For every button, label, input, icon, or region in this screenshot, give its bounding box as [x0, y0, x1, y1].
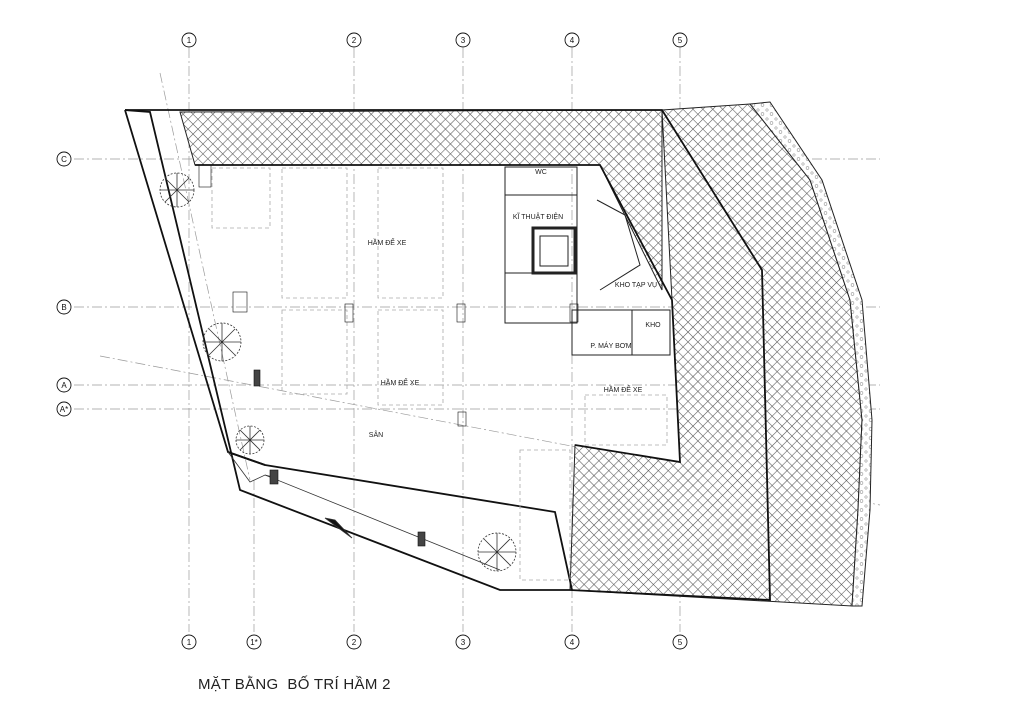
outline-top-right: [125, 109, 771, 601]
tree-icon: [159, 172, 195, 208]
room-label-pump: P. MÁY BƠM: [590, 341, 631, 350]
room-label-electrical: KĨ THUẬT ĐIỆN: [513, 212, 563, 221]
parking-stalls: [211, 167, 668, 581]
stone-edge: [749, 101, 873, 607]
columns: [198, 164, 579, 547]
hatch-top-band: [179, 109, 663, 291]
tree-icon: [235, 425, 265, 455]
building-outline: [124, 109, 771, 601]
lobby: [504, 272, 578, 324]
room-label-storage: KHO: [645, 322, 661, 329]
axis-label-C: C: [61, 155, 67, 164]
axis-label-bottom-3: 3: [461, 638, 466, 647]
room-label-parking-3: HẦM ĐỂ XE: [604, 384, 643, 394]
axis-label-bottom-1star: 1*: [250, 638, 258, 647]
axis-label-bottom-5: 5: [678, 638, 683, 647]
drawing-title: MẶT BẰNG BỐ TRÍ HẦM 2: [198, 676, 391, 693]
axis-label-Astar: A*: [60, 405, 68, 414]
room-label-janitor: KHO TẠP VỤ: [615, 282, 657, 289]
ramp: [227, 451, 501, 571]
axis-label-top-1: 1: [187, 36, 192, 45]
outline-ramp: [124, 109, 570, 591]
tree-icon: [477, 532, 517, 572]
axis-label-top-5: 5: [678, 36, 683, 45]
axis-bubbles-left: C B A A*: [56, 151, 72, 417]
axis-label-top-2: 2: [352, 36, 357, 45]
ramp-direction-arrow: [324, 517, 353, 539]
axis-label-top-4: 4: [570, 36, 575, 45]
room-label-parking-1: HẦM ĐỂ XE: [368, 237, 407, 247]
axis-bubbles-bottom: 1 1* 2 3 4 5: [181, 634, 688, 650]
inner-wall: [195, 164, 681, 464]
room-label-yard: SÂN: [369, 430, 383, 439]
core-rooms: [504, 166, 671, 356]
room-electrical: [504, 194, 578, 274]
room-storage: [631, 309, 671, 356]
trees: [159, 172, 517, 572]
axis-bubbles-top: 1 2 3 4 5: [181, 32, 688, 48]
grid-line-slant: [159, 72, 251, 481]
room-label-parking-2: HẦM ĐỂ XE: [381, 377, 420, 387]
axis-label-bottom-2: 2: [352, 638, 357, 647]
tree-icon: [202, 322, 242, 362]
axis-label-bottom-4: 4: [570, 638, 575, 647]
axis-label-A: A: [61, 381, 67, 390]
axis-label-bottom-1: 1: [187, 638, 192, 647]
stair: [596, 199, 641, 291]
room-label-wc: WC: [535, 169, 547, 176]
axis-label-top-3: 3: [461, 36, 466, 45]
axis-label-B: B: [61, 303, 66, 312]
